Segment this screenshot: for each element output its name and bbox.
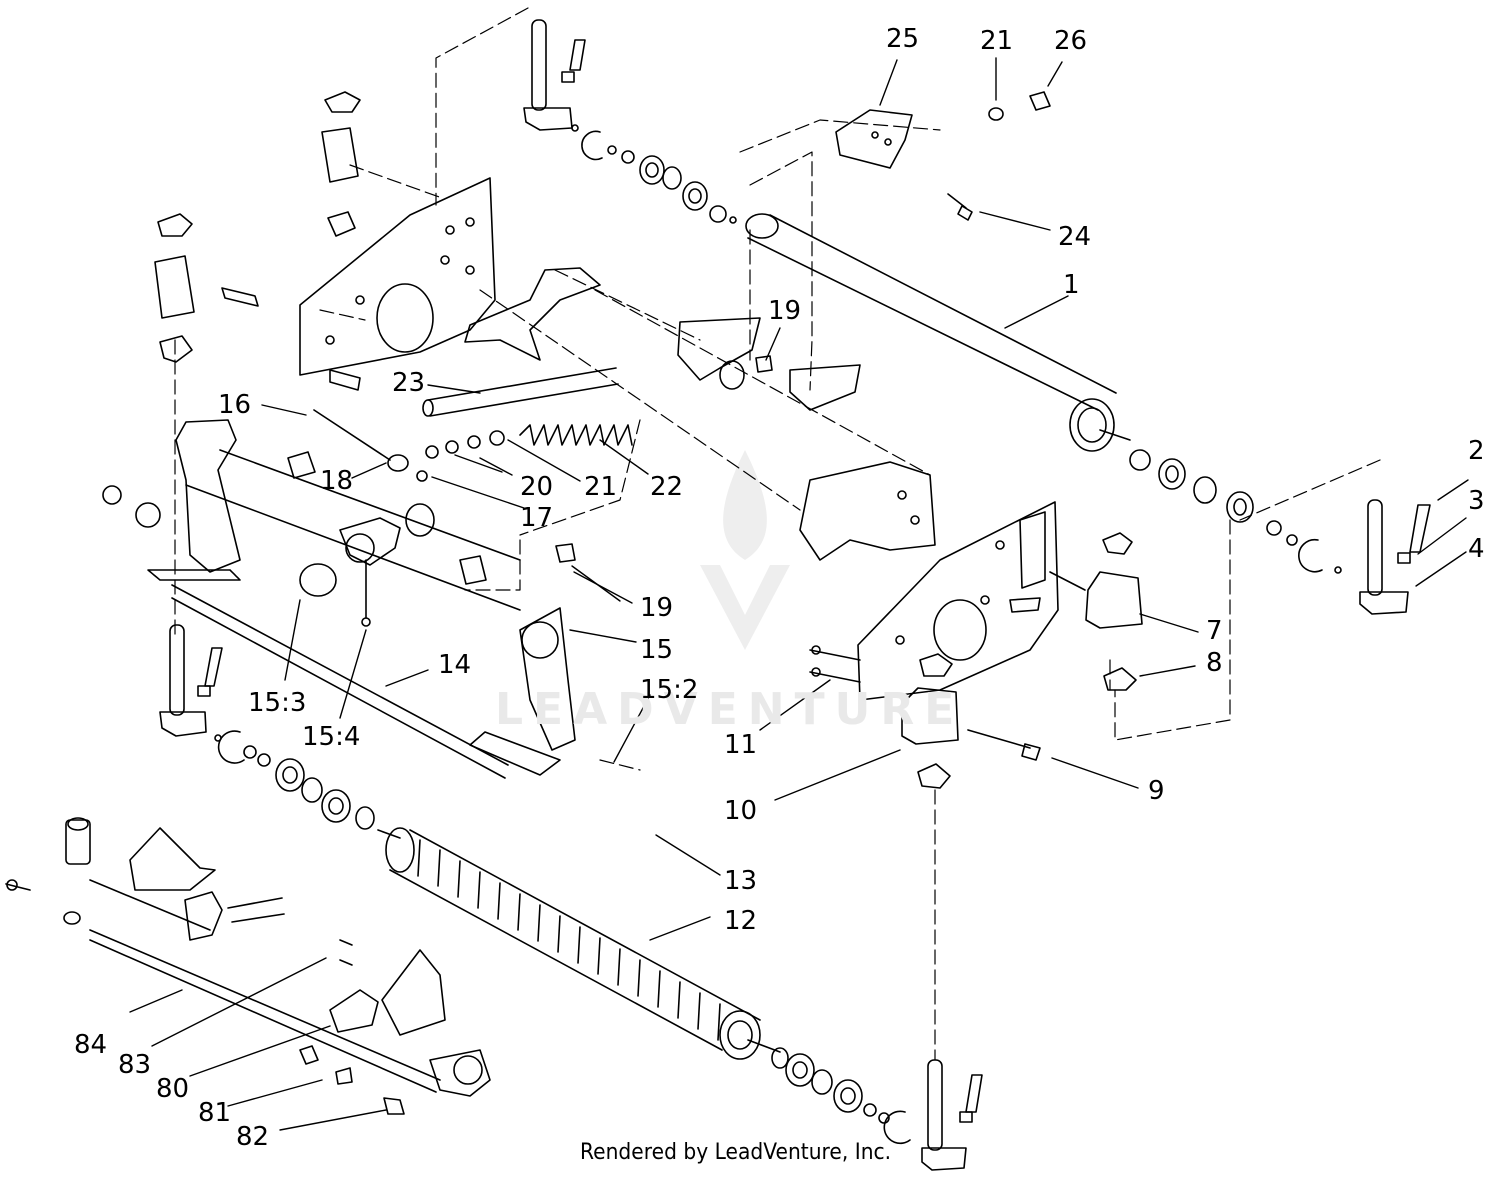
callout-3: 3 bbox=[1468, 486, 1485, 516]
construction-lines bbox=[174, 7, 1381, 1061]
callout-19-lower: 19 bbox=[640, 593, 674, 623]
callout-18: 18 bbox=[320, 466, 354, 496]
callout-14: 14 bbox=[438, 650, 472, 680]
bracket-25 bbox=[835, 91, 1051, 221]
callout-20: 20 bbox=[520, 472, 554, 502]
lower-roller-left-bearings bbox=[243, 745, 401, 839]
callout-1: 1 bbox=[1063, 270, 1080, 300]
callout-84: 84 bbox=[74, 1030, 108, 1060]
callout-4: 4 bbox=[1468, 534, 1485, 564]
callout-11: 11 bbox=[724, 730, 758, 760]
lift-arm-15 bbox=[102, 419, 576, 751]
clamp-block-upper-left bbox=[154, 91, 361, 391]
callout-82: 82 bbox=[236, 1122, 270, 1152]
upper-roller-left-bearings bbox=[581, 130, 737, 224]
callout-10: 10 bbox=[724, 796, 758, 826]
callout-81: 81 bbox=[198, 1098, 232, 1128]
lower-roller-right-bearings bbox=[771, 1047, 911, 1145]
spring-hardware bbox=[313, 355, 773, 563]
callout-21-upper: 21 bbox=[980, 26, 1014, 56]
clamp-block-right bbox=[1085, 532, 1143, 691]
watermark-logo bbox=[700, 450, 790, 650]
callout-12: 12 bbox=[724, 906, 758, 936]
callout-7: 7 bbox=[1206, 616, 1223, 646]
callout-15-3: 15:3 bbox=[248, 688, 307, 718]
render-credit: Rendered by LeadVenture, Inc. bbox=[580, 1140, 892, 1165]
callout-2: 2 bbox=[1468, 436, 1485, 466]
watermark-text: LEADVENTURE bbox=[495, 684, 965, 735]
side-plate-left-upper bbox=[299, 177, 496, 376]
spring-22 bbox=[519, 424, 633, 446]
callout-17: 17 bbox=[520, 503, 554, 533]
center-frame bbox=[464, 267, 936, 561]
adjuster-post-bottom bbox=[921, 1059, 983, 1171]
callout-15: 15 bbox=[640, 635, 674, 665]
callout-8: 8 bbox=[1206, 648, 1223, 678]
callout-24: 24 bbox=[1058, 222, 1092, 252]
callout-26: 26 bbox=[1054, 26, 1088, 56]
callout-15-4: 15:4 bbox=[302, 722, 361, 752]
adjuster-post-upper-left bbox=[523, 19, 586, 132]
callout-25: 25 bbox=[886, 24, 920, 54]
leader-lines bbox=[129, 57, 1469, 1131]
hitch-assembly bbox=[5, 817, 491, 1115]
roller-1 bbox=[745, 213, 1131, 452]
rod-14 bbox=[147, 569, 561, 779]
callout-9: 9 bbox=[1148, 776, 1165, 806]
callout-22: 22 bbox=[650, 472, 684, 502]
callout-19-upper: 19 bbox=[768, 296, 802, 326]
callout-16: 16 bbox=[218, 390, 252, 420]
callout-13: 13 bbox=[724, 866, 758, 896]
callout-15-2: 15:2 bbox=[640, 675, 699, 705]
grooved-roller-12 bbox=[385, 827, 781, 1060]
side-plate-right bbox=[857, 501, 1086, 701]
adjuster-post-lower-left bbox=[159, 624, 245, 764]
callout-21-lower: 21 bbox=[584, 472, 618, 502]
callout-83: 83 bbox=[118, 1050, 152, 1080]
callout-80: 80 bbox=[156, 1074, 190, 1104]
rod-23 bbox=[422, 367, 619, 417]
upper-roller-bearings bbox=[1129, 449, 1342, 574]
callout-23: 23 bbox=[392, 368, 426, 398]
clamp-block-lower bbox=[809, 645, 1041, 789]
adjuster-post-right bbox=[1359, 499, 1431, 615]
